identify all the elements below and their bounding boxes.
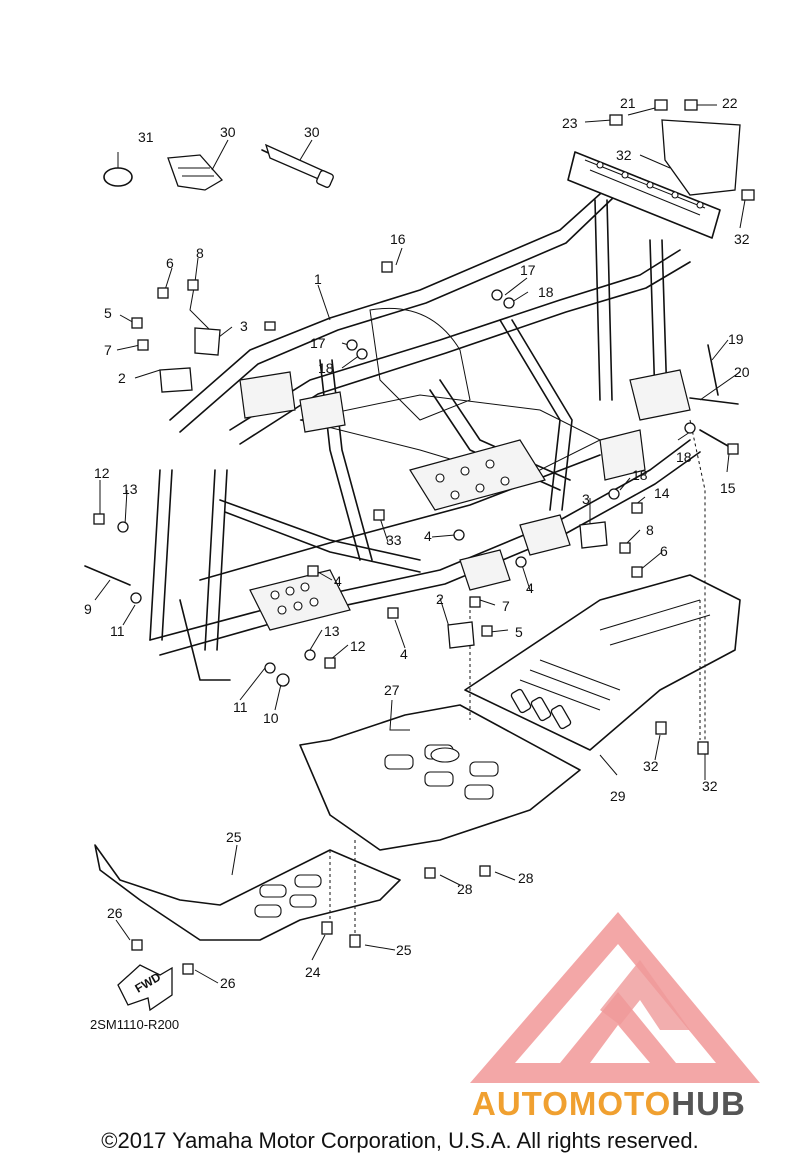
- callout-28a: 28: [457, 881, 473, 897]
- callout-25b: 26: [220, 975, 236, 991]
- callout-26a: 24: [305, 964, 321, 980]
- callout-23: 31: [138, 129, 154, 145]
- main-frame: [149, 151, 721, 681]
- skid-plate-front: [94, 844, 401, 941]
- callout-17a: 17: [520, 262, 536, 278]
- part-o-ring: [103, 167, 133, 187]
- callout-10: 10: [263, 710, 279, 726]
- callout-3a: 3: [240, 318, 248, 334]
- callout-30b: 32: [702, 778, 718, 794]
- callout-6b: 6: [660, 543, 668, 559]
- callout-8a: 8: [196, 245, 204, 261]
- callout-27: 27: [384, 682, 400, 698]
- fasteners: [84, 99, 755, 975]
- callout-32d: 32: [734, 231, 750, 247]
- callout-28b: 28: [518, 870, 534, 886]
- callout-32a: 21: [620, 95, 636, 111]
- callout-8b: 8: [646, 522, 654, 538]
- callout-7b: 7: [502, 598, 510, 614]
- callout-4a: 4: [424, 528, 432, 544]
- callout-20: 20: [734, 364, 750, 380]
- callout-29: 29: [610, 788, 626, 804]
- callout-32c: 23: [562, 115, 578, 131]
- callout-3b: 3: [582, 491, 590, 507]
- callout-15: 15: [720, 480, 736, 496]
- copyright-text: ©2017 Yamaha Motor Corporation, U.S.A. A…: [101, 1128, 699, 1153]
- callout-4b: 4: [334, 573, 342, 589]
- callout-1: 1: [314, 271, 322, 287]
- callout-11b: 11: [233, 699, 248, 715]
- callout-21: 30: [220, 124, 236, 140]
- callout-2a: 2: [118, 370, 126, 386]
- callout-33: 33: [386, 532, 402, 548]
- callout-18b: 18: [318, 360, 334, 376]
- callout-labels: 31 30 30 1 16 17 18 17 18 8 6 5 3 7 2 12…: [84, 95, 750, 991]
- callout-18d: 18: [632, 467, 648, 483]
- watermark-logo: AUTOMOTOHUB: [470, 912, 760, 1122]
- callout-31: 32: [616, 147, 632, 163]
- callout-14: 14: [654, 485, 670, 501]
- callout-11a: 11: [110, 623, 125, 639]
- callout-2b: 2: [436, 591, 444, 607]
- callout-18c: 18: [676, 449, 692, 465]
- callout-5b: 5: [515, 624, 523, 640]
- callout-4d: 4: [400, 646, 408, 662]
- callout-13b: 13: [324, 623, 340, 639]
- watermark-brand: AUTOMOTOHUB: [472, 1085, 746, 1122]
- callout-6a: 6: [166, 255, 174, 271]
- fwd-arrow: FWD: [117, 964, 173, 1012]
- callout-5a: 5: [104, 305, 112, 321]
- skid-plate-rear: [464, 574, 741, 751]
- callout-19: 19: [728, 331, 744, 347]
- diagram-code: 2SM1110-R200: [90, 1017, 179, 1032]
- callout-25a: 26: [107, 905, 123, 921]
- leader-lines: [94, 104, 746, 984]
- callout-17b: 17: [310, 335, 326, 351]
- callout-30a: 32: [643, 758, 659, 774]
- part-pad: [167, 154, 224, 191]
- callout-32b: 22: [722, 95, 738, 111]
- callout-13a: 13: [122, 481, 138, 497]
- callout-18a: 18: [538, 284, 554, 300]
- callout-26b: 25: [396, 942, 412, 958]
- callout-4c: 4: [526, 580, 534, 596]
- callout-22: 30: [304, 124, 320, 140]
- callout-7a: 7: [104, 342, 112, 358]
- skid-plate-middle: [299, 704, 581, 851]
- callout-9: 9: [84, 601, 92, 617]
- callout-12a: 12: [94, 465, 110, 481]
- part-bolt-long: [261, 143, 334, 188]
- callout-12b: 12: [350, 638, 366, 654]
- callout-16: 16: [390, 231, 406, 247]
- callout-24: 25: [226, 829, 242, 845]
